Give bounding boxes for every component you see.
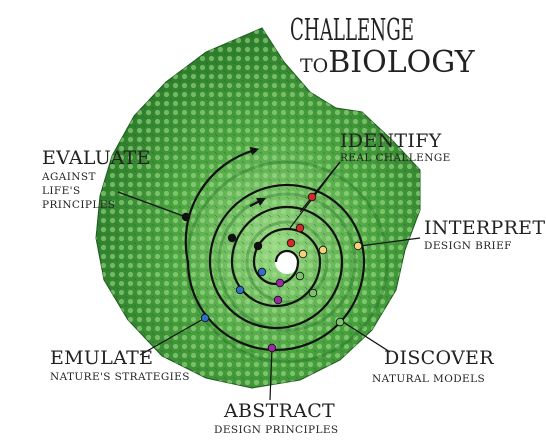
label-evaluate-sub-2: LIFE'S — [42, 185, 81, 197]
node-identify-mid — [295, 223, 305, 233]
label-abstract: ABSTRACT DESIGN PRINCIPLES — [214, 400, 339, 436]
node-evaluate-inner — [253, 241, 263, 251]
node-emulate-inner — [257, 267, 267, 277]
node-abstract-outer — [267, 343, 277, 353]
node-discover-mid — [308, 288, 318, 298]
label-discover-sub: NATURAL MODELS — [372, 373, 485, 385]
label-interpret-main: INTERPRET — [424, 217, 545, 239]
label-abstract-sub: DESIGN PRINCIPLES — [214, 424, 339, 436]
label-abstract-main: ABSTRACT — [223, 400, 335, 422]
node-interpret-mid — [318, 245, 328, 255]
label-emulate: EMULATE NATURE'S STRATEGIES — [50, 347, 190, 383]
node-identify-inner — [286, 238, 296, 248]
label-evaluate-sub-1: AGAINST — [41, 171, 96, 183]
stage-nodes — [181, 192, 363, 353]
label-emulate-main: EMULATE — [50, 347, 153, 369]
label-interpret-sub: DESIGN BRIEF — [424, 240, 512, 252]
label-evaluate-sub-3: PRINCIPLES — [42, 199, 115, 211]
node-abstract-mid — [273, 295, 283, 305]
node-evaluate-mid — [227, 233, 237, 243]
label-identify-sub: REAL CHALLENGE — [340, 152, 451, 164]
label-evaluate: EVALUATE AGAINST LIFE'S PRINCIPLES — [41, 147, 151, 211]
label-emulate-sub: NATURE'S STRATEGIES — [50, 371, 190, 383]
label-discover-main: DISCOVER — [384, 347, 494, 369]
label-evaluate-main: EVALUATE — [42, 147, 151, 169]
label-identify: IDENTIFY REAL CHALLENGE — [340, 130, 451, 164]
node-evaluate-outer — [181, 212, 191, 222]
label-identify-main: IDENTIFY — [340, 130, 442, 152]
node-discover-outer — [335, 317, 345, 327]
title-line-1: CHALLENGE — [290, 13, 414, 48]
title-line-2: TOBIOLOGY — [300, 45, 476, 80]
node-discover-inner — [295, 271, 305, 281]
node-abstract-inner — [275, 278, 285, 288]
chameleon-shell — [95, 27, 421, 389]
design-spiral — [184, 146, 366, 352]
label-interpret: INTERPRET DESIGN BRIEF — [424, 217, 545, 252]
node-interpret-outer — [353, 241, 363, 251]
node-emulate-outer — [200, 313, 210, 323]
node-identify-outer — [307, 192, 317, 202]
label-discover: DISCOVER NATURAL MODELS — [372, 347, 494, 385]
shell-center-hole — [275, 250, 299, 274]
node-emulate-mid — [235, 285, 245, 295]
diagram-title: CHALLENGE TOBIOLOGY — [290, 13, 476, 80]
node-interpret-inner — [298, 249, 308, 259]
spiral-arrow-inner — [249, 198, 266, 207]
